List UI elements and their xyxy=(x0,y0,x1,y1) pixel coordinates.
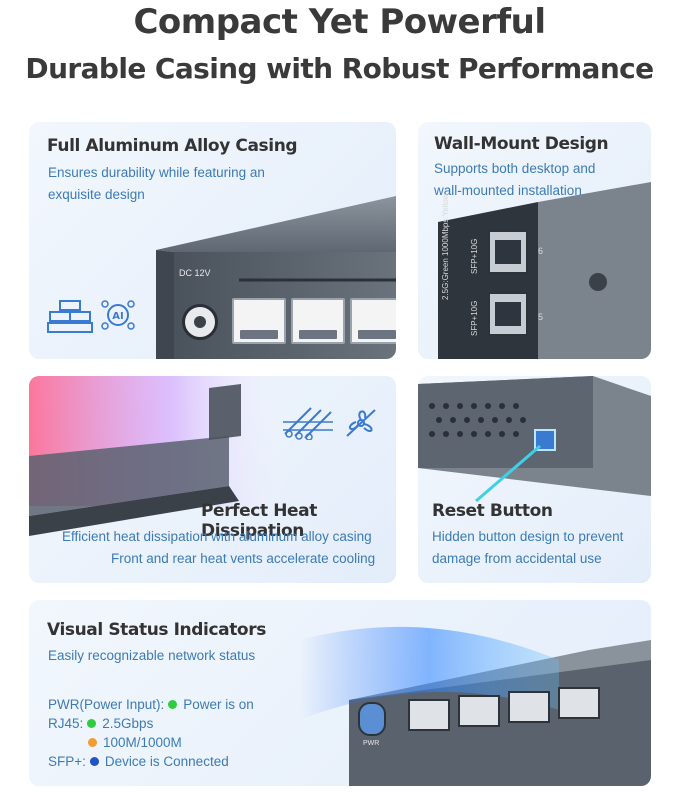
status-sfp: SFP+: Device is Connected xyxy=(48,754,229,769)
wall-desc-2: wall-mounted installation xyxy=(434,183,582,198)
heat-flow-icon xyxy=(283,407,333,440)
card-heat-dissipation: Perfect Heat Dissipation Efficient heat … xyxy=(29,376,396,583)
port-number: 6 xyxy=(538,246,544,256)
rj45-port xyxy=(350,298,396,344)
reset-desc-2: damage from accidental use xyxy=(432,551,602,566)
casing-desc-1: Ensures durability while featuring an xyxy=(48,165,265,180)
rj45-label: RJ45: xyxy=(48,716,84,731)
card-reset-button: Reset Button Hidden button design to pre… xyxy=(418,376,651,583)
green-led-icon xyxy=(168,700,178,709)
blue-led-icon xyxy=(89,757,99,766)
status-desc: Easily recognizable network status xyxy=(48,648,256,663)
sfp-value: Device is Connected xyxy=(104,754,229,769)
heat-title: Perfect Heat Dissipation xyxy=(201,501,317,541)
rj45-value-1: 2.5Gbps xyxy=(102,716,154,731)
casing-desc-2: exquisite design xyxy=(48,187,145,202)
status-switch-illustration xyxy=(299,626,651,786)
status-title: Visual Status Indicators xyxy=(47,620,266,640)
card-visual-status: Visual Status Indicators Easily recogniz… xyxy=(29,600,651,786)
dc-power-jack xyxy=(182,304,218,340)
rj45-port xyxy=(291,298,345,344)
subheadline: Durable Casing with Robust Performance xyxy=(25,52,654,85)
pwr-value: Power is on xyxy=(183,697,254,712)
wall-mount-illustration xyxy=(438,182,651,359)
casing-title: Full Aluminum Alloy Casing xyxy=(47,136,298,156)
ai-chip-icon: AI xyxy=(101,300,135,330)
reset-title: Reset Button xyxy=(432,501,553,521)
rj45-port xyxy=(232,298,286,344)
wall-title: Wall-Mount Design xyxy=(434,134,609,154)
svg-text:AI: AI xyxy=(112,311,123,322)
status-pwr: PWR(Power Input): Power is on xyxy=(48,697,254,712)
green-led-icon xyxy=(87,719,97,728)
headline: Compact Yet Powerful xyxy=(133,2,546,42)
sfp-label: SFP+: xyxy=(48,754,86,769)
heat-casing-illustration xyxy=(29,376,289,536)
heat-desc-2: Front and rear heat vents accelerate coo… xyxy=(111,551,376,566)
rj45-value-2: 100M/1000M xyxy=(103,735,182,750)
heat-desc-1: Efficient heat dissipation with aluminum… xyxy=(62,529,372,544)
sfp-port xyxy=(488,292,528,336)
layers-icon xyxy=(47,300,93,333)
sfp-label: SFP+10G xyxy=(470,238,479,274)
pwr-port-label: PWR xyxy=(363,740,380,747)
card-aluminum-casing: Full Aluminum Alloy Casing Ensures durab… xyxy=(29,122,396,359)
pwr-label: PWR(Power Input): xyxy=(48,697,165,712)
port-number: 5 xyxy=(538,312,544,322)
wall-desc-1: Supports both desktop and xyxy=(434,161,596,176)
pwr-port xyxy=(358,702,386,736)
card-wall-mount: Wall-Mount Design Supports both desktop … xyxy=(418,122,651,359)
led-label: 2.5G:Green 1000Mbps:Yellow xyxy=(441,193,450,300)
reset-desc-1: Hidden button design to prevent xyxy=(432,529,624,544)
reset-casing-illustration xyxy=(418,376,651,503)
status-rj45: RJ45: 2.5Gbps xyxy=(48,716,153,731)
status-rj45-alt: 100M/1000M xyxy=(84,735,182,750)
fan-icon xyxy=(346,409,376,437)
sfp-label: SFP+10G xyxy=(470,300,479,336)
orange-led-icon xyxy=(88,738,97,747)
sfp-port xyxy=(488,230,528,274)
dc-label: DC 12V xyxy=(179,268,211,278)
